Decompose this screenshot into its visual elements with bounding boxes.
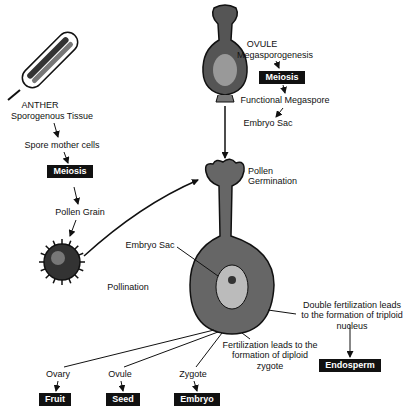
pollen-spike <box>41 253 46 255</box>
box-text: Seed <box>112 394 134 405</box>
text-label: Pollination <box>107 282 149 292</box>
pollen-spike <box>75 275 79 279</box>
result-box: Meiosis <box>47 165 92 178</box>
pollen-spike <box>39 261 44 263</box>
pollen-spike <box>61 280 63 285</box>
text-label: Megasporogenesis <box>237 50 313 60</box>
pollen-grain-drawing <box>39 239 85 285</box>
pollen-spike <box>61 239 63 244</box>
result-box: Seed <box>106 393 140 406</box>
result-box: Fruit <box>39 393 71 406</box>
text-label: Fertilization leads to the formation of … <box>220 340 320 371</box>
pollen-spike <box>46 275 50 279</box>
text-label: Ovule <box>108 369 132 379</box>
pollen-spike <box>53 279 55 284</box>
text-label: Embryo Sac <box>243 118 292 128</box>
text-label: Embryo Sac <box>125 240 174 250</box>
text-label: Spore mother cells <box>24 140 99 150</box>
text-label: Zygote <box>179 369 207 379</box>
text-label: Pollen Germination <box>248 166 293 187</box>
pollen-spike <box>69 279 71 284</box>
pollen-spike <box>53 241 55 246</box>
pollen-spike <box>79 269 84 271</box>
text-label: Sporogenous Tissue <box>11 111 93 121</box>
box-text: Meiosis <box>53 166 86 177</box>
anther-drawing <box>8 28 82 100</box>
result-box: Embryo <box>174 393 220 406</box>
pollen-spike <box>46 246 50 250</box>
result-box: Meiosis <box>259 71 304 84</box>
pollen-spike <box>80 261 85 263</box>
text-label: Ovary <box>46 369 70 379</box>
box-text: Endosperm <box>325 360 375 371</box>
text-label: Double fertilization leads to the format… <box>300 300 404 331</box>
text-label: Functional Megaspore <box>240 95 329 105</box>
box-text: Fruit <box>45 394 65 405</box>
pollen-spike <box>75 246 79 250</box>
pollen-spike <box>69 241 71 246</box>
text-label: OVULE <box>247 39 278 49</box>
text-label: ANTHER <box>21 100 58 110</box>
text-label: Pollen Grain <box>55 207 105 217</box>
pollen-spike <box>41 269 46 271</box>
box-text: Embryo <box>180 394 214 405</box>
pollen-spike <box>79 253 84 255</box>
result-box: Endosperm <box>319 359 381 372</box>
box-text: Meiosis <box>265 72 298 83</box>
